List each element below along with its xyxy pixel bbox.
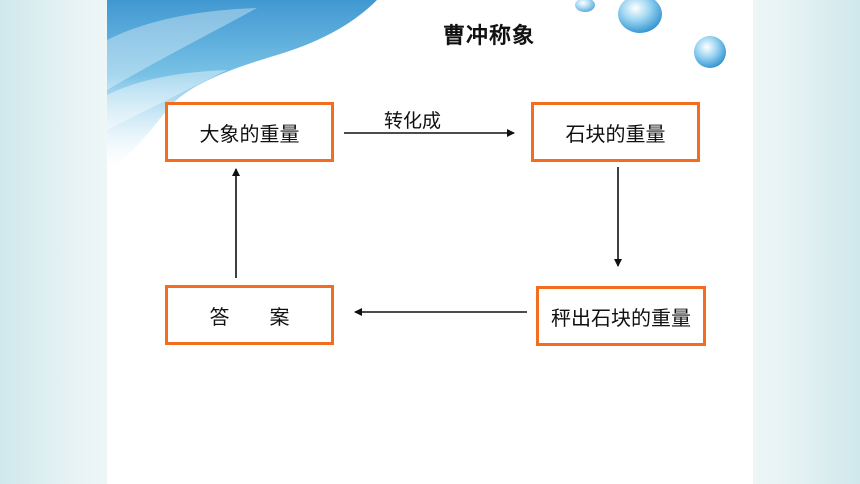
diagram-title: 曹冲称象 [442,24,535,49]
slide: 曹冲称象 大象的重量 石块的重量 秤出石块的重量 答 案 转化成 [107,0,753,484]
node-answer: 答 案 [165,285,334,345]
node-stone-weight: 石块的重量 [531,102,700,162]
node-elephant-weight: 大象的重量 [165,102,334,162]
water-splash-decoration [107,0,726,170]
water-drop-icon [575,0,726,68]
edge-label-convert: 转化成 [384,110,442,132]
node-weigh-stones: 秤出石块的重量 [536,286,706,346]
